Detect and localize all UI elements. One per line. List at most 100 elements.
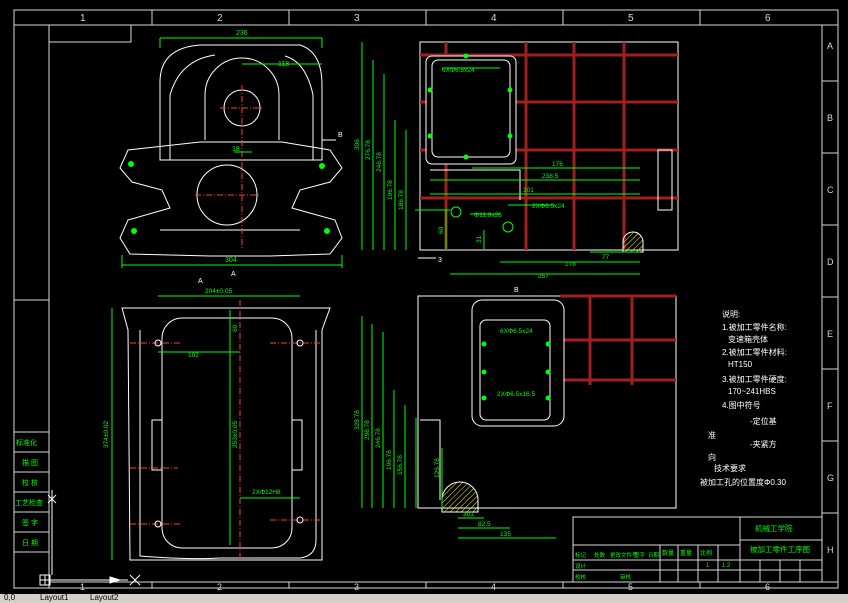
hole-note-2: 2XΦ6.5x16.5 — [497, 391, 535, 398]
dim-small: 60 — [232, 324, 239, 332]
hole-note-1: 6XΦ6.5x24 — [500, 328, 533, 335]
frame-row-labels: A B C D E F G H — [827, 41, 834, 555]
status-coords: 0,0 — [4, 593, 16, 602]
dim-side: 374±0.02 — [103, 421, 110, 448]
stamp-label: 工艺检查 — [15, 498, 43, 507]
hole-note-2: 2XΦ6.5x24 — [532, 203, 565, 210]
row-label: G — [827, 473, 834, 483]
stamp-label: 描 图 — [22, 458, 38, 467]
tab-layout1[interactable]: Layout1 — [40, 593, 69, 602]
notes-title: 说明: — [722, 309, 740, 319]
dim-w1: 176 — [552, 161, 563, 168]
hole-note: 2XΦ12H8 — [252, 489, 281, 496]
dim-w2: 135 — [500, 531, 511, 538]
dim-mid: 253±0.05 — [232, 421, 239, 448]
col-label: 5 — [628, 13, 634, 24]
notes-item: 技术要求 — [714, 463, 746, 473]
dim-h6: 60 — [438, 226, 445, 234]
view-top-right[interactable]: 306 276.78 246.78 196.78 186.78 60 31 17… — [354, 41, 679, 280]
dim-h2: 276.78 — [365, 140, 372, 160]
notes-item: HT150 — [728, 360, 753, 369]
row-label: B — [827, 113, 833, 123]
col-label: 5 — [628, 582, 633, 592]
col-label: 6 — [765, 13, 771, 24]
section-label-A: A — [198, 278, 203, 285]
title-cell: 审核 — [620, 573, 632, 581]
scale-label: 比例 — [700, 549, 712, 557]
col-label: 1 — [80, 13, 86, 24]
section-label-B: B — [338, 132, 343, 139]
hole-note-1: 6XΦ6.5x24 — [442, 67, 475, 74]
stamp-label: 校 核 — [22, 478, 38, 487]
row-label: H — [827, 545, 834, 555]
dim-h4: 196.78 — [387, 180, 394, 200]
dim-h2: 298.78 — [364, 420, 371, 440]
col-label: 3 — [354, 13, 360, 24]
dim-w3: 301 — [463, 511, 474, 518]
dim-w6: 257 — [538, 273, 549, 280]
dim-h3: 246.78 — [375, 428, 382, 448]
title-cell: 处数 — [594, 551, 606, 559]
dim-h6: 126.78 — [434, 458, 441, 478]
title-cell: 更改文件号 — [610, 551, 638, 559]
frame-column-labels-bottom: 1 2 3 4 5 6 — [80, 582, 770, 592]
title-cell: 校核 — [575, 573, 587, 581]
row-label: F — [827, 401, 833, 411]
notes-block: 说明: 1.被加工零件名称: 变速箱壳体 2.被加工零件材料: HT150 3.… — [700, 309, 787, 487]
view-bottom-right[interactable]: B — [354, 287, 677, 539]
dim-base: 304 — [225, 257, 237, 264]
notes-item: 被加工孔的位置度Φ0.30 — [700, 477, 787, 487]
view-top-left[interactable]: 236 118 18 304 A A B — [119, 30, 343, 285]
title-cell: 标记 — [575, 551, 587, 559]
col-label: 4 — [491, 582, 496, 592]
hole-note-3: Φ11.9x26 — [474, 212, 502, 219]
view-bottom-left[interactable]: 204±0.05 102 60 374±0.02 253±0.05 2XΦ12H… — [103, 288, 331, 561]
notes-item: 4.图中符号 — [722, 400, 761, 410]
row-label: A — [827, 41, 833, 51]
tab-layout2[interactable]: Layout2 — [90, 593, 119, 602]
dim-mid: 118 — [278, 61, 289, 68]
dim-w2: 238.5 — [542, 173, 559, 180]
dim-width: 204±0.05 — [205, 288, 232, 295]
stamp-label: 标准化 — [16, 438, 37, 447]
notes-item: 3.被加工零件硬度: — [722, 374, 787, 384]
notes-item: 1.被加工零件名称: — [722, 322, 787, 332]
dim-w5: 77 — [602, 254, 610, 261]
col-label: 6 — [765, 582, 770, 592]
dim-w3: 301 — [523, 187, 534, 194]
section-marker: 3 — [438, 257, 442, 264]
dim-h5: 186.78 — [398, 190, 405, 210]
ucs-icon — [39, 490, 141, 586]
dim-h1: 306 — [354, 139, 361, 150]
stamp-label: 日 期 — [22, 539, 38, 547]
row-label: C — [827, 185, 834, 195]
notes-item: 变速箱壳体 — [728, 334, 768, 344]
title-cell: 签字 — [634, 551, 646, 559]
dim-width: 236 — [236, 30, 248, 37]
col-label: 2 — [217, 13, 223, 24]
row-label: D — [827, 257, 834, 267]
col-label: 3 — [354, 582, 359, 592]
dim-shaft: 18 — [232, 146, 240, 153]
drawing-name: 被加工零件工序图 — [750, 544, 810, 554]
mass-label: 重量 — [680, 549, 692, 557]
col-label: 2 — [217, 582, 222, 592]
stamp-label: 签 字 — [22, 518, 38, 527]
section-arrow-A: A — [231, 271, 236, 278]
dim-w1: 82.5 — [478, 521, 491, 528]
title-cell: 设计 — [575, 562, 587, 570]
view-label-B: B — [514, 287, 519, 294]
dim-inner: 102 — [188, 352, 199, 359]
dim-h4: 196.78 — [386, 450, 393, 470]
qty-label: 数量 — [662, 549, 674, 557]
title-block: 机械工学院 被加工零件工序图 比例 1:2 1 数量 重量 标记 处数 更改文件… — [572, 516, 823, 583]
dim-w4: 178 — [565, 261, 576, 268]
notes-item: 170~241HBS — [728, 387, 776, 396]
upper-left-box — [48, 24, 132, 43]
dim-h3: 246.78 — [376, 152, 383, 172]
notes-item: 向 — [708, 452, 716, 462]
status-bar: 0,0 Layout1 Layout2 — [0, 593, 848, 603]
frame-column-labels-top: 1 2 3 4 5 6 — [80, 13, 771, 24]
scale-value: 1:2 — [722, 563, 731, 569]
